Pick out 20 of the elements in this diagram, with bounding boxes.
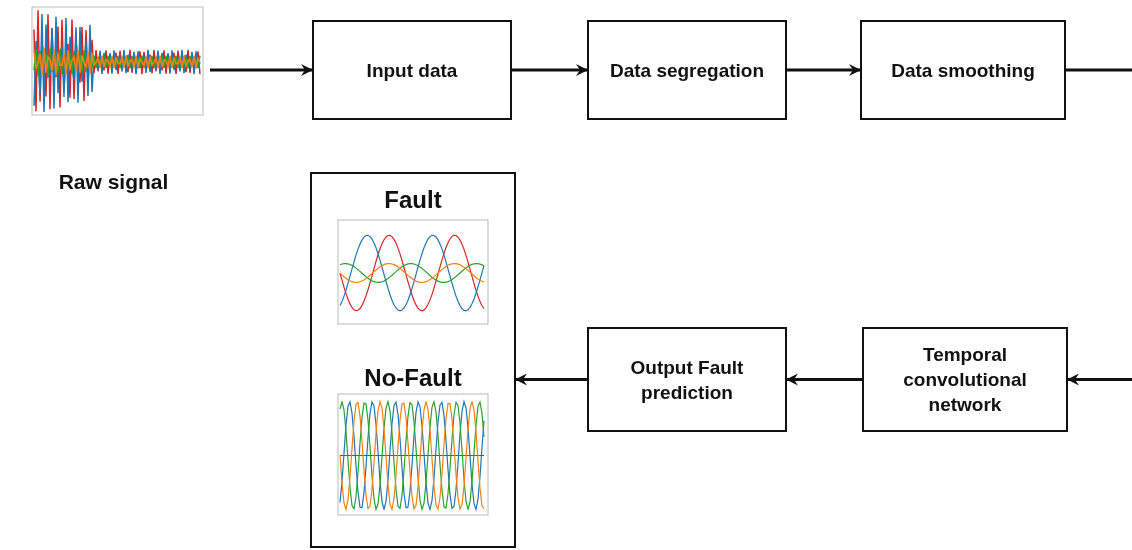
box-label: Data segregation [608,58,766,83]
plot-heading: Fault [383,186,443,214]
box-label: Data smoothing [890,58,1036,83]
arrow [210,64,313,76]
box-label: Temporal convolutional network [902,343,1028,417]
arrow [515,373,587,386]
process-box [860,20,1066,120]
output-panel [310,172,516,548]
process-box [587,20,787,120]
arrow [786,373,862,386]
box-label: Output Fault prediction [629,355,745,405]
node-label: Raw signal [57,170,170,194]
arrow [787,64,861,76]
process-box [587,327,787,432]
plot-heading: No-Fault [363,364,463,392]
process-box [312,20,512,120]
box-label: Input data [365,58,459,83]
arrow [1067,373,1132,386]
arrow [512,64,588,76]
process-box [862,327,1068,432]
